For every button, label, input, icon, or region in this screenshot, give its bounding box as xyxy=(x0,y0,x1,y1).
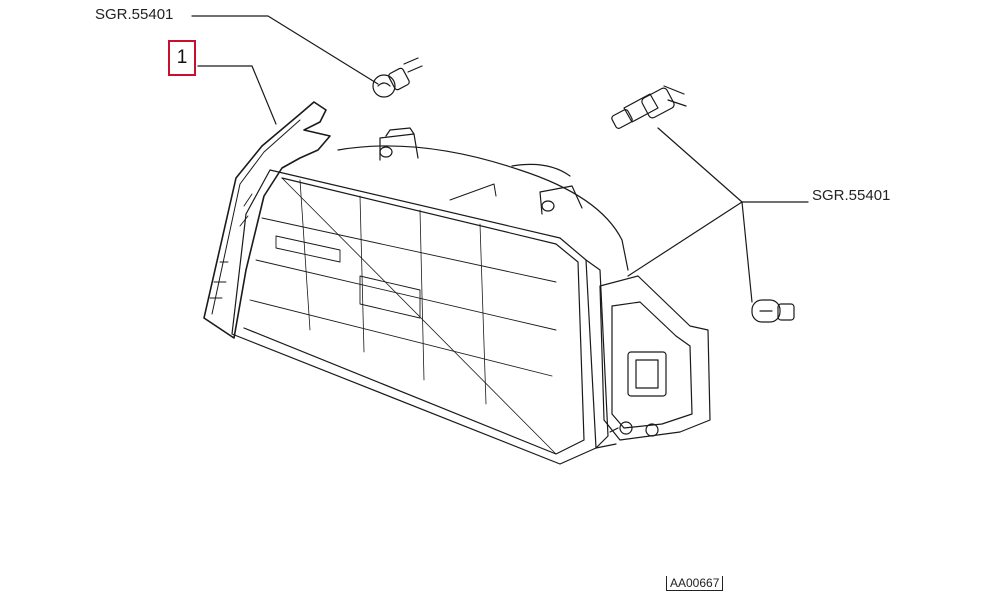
mounting-bracket xyxy=(599,275,711,441)
bulb-wedge-icon xyxy=(611,85,687,129)
headlamp-housing xyxy=(231,127,629,465)
callout-bulb-right-label: SGR.55401 xyxy=(812,187,891,204)
part-number-box: 1 xyxy=(168,40,196,76)
bulb-top-icon xyxy=(372,57,423,98)
bulb-small-icon xyxy=(751,299,795,323)
indicator-lens xyxy=(203,101,331,339)
reference-code: AA00667 xyxy=(666,576,724,591)
callout-bulb-top-label: SGR.55401 xyxy=(95,6,174,23)
leader-lines xyxy=(191,15,809,303)
